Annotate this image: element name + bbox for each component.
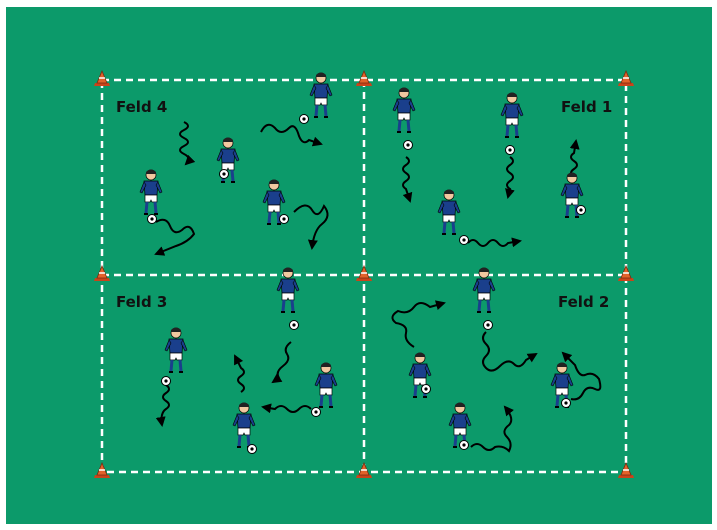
ball-icon xyxy=(220,170,229,179)
field-label-1: Feld 1 xyxy=(561,98,612,116)
field-label-3: Feld 3 xyxy=(116,293,167,311)
ball-icon xyxy=(404,141,413,150)
ball-icon xyxy=(300,115,309,124)
field-label-4: Feld 4 xyxy=(116,98,167,116)
ball-icon xyxy=(280,215,289,224)
ball-icon xyxy=(248,445,257,454)
pitch: Feld 1 Feld 2 Feld 3 Feld 4 xyxy=(6,7,712,524)
ball-icon xyxy=(460,441,469,450)
ball-icon xyxy=(312,408,321,417)
ball-icon xyxy=(562,399,571,408)
ball-icon xyxy=(162,377,171,386)
ball-icon xyxy=(422,385,431,394)
ball-icon xyxy=(506,146,515,155)
ball-icon xyxy=(460,236,469,245)
ball-icon xyxy=(484,321,493,330)
ball-icon xyxy=(290,321,299,330)
ball-icon xyxy=(577,206,586,215)
field-label-2: Feld 2 xyxy=(558,293,609,311)
ball-icon xyxy=(148,215,157,224)
